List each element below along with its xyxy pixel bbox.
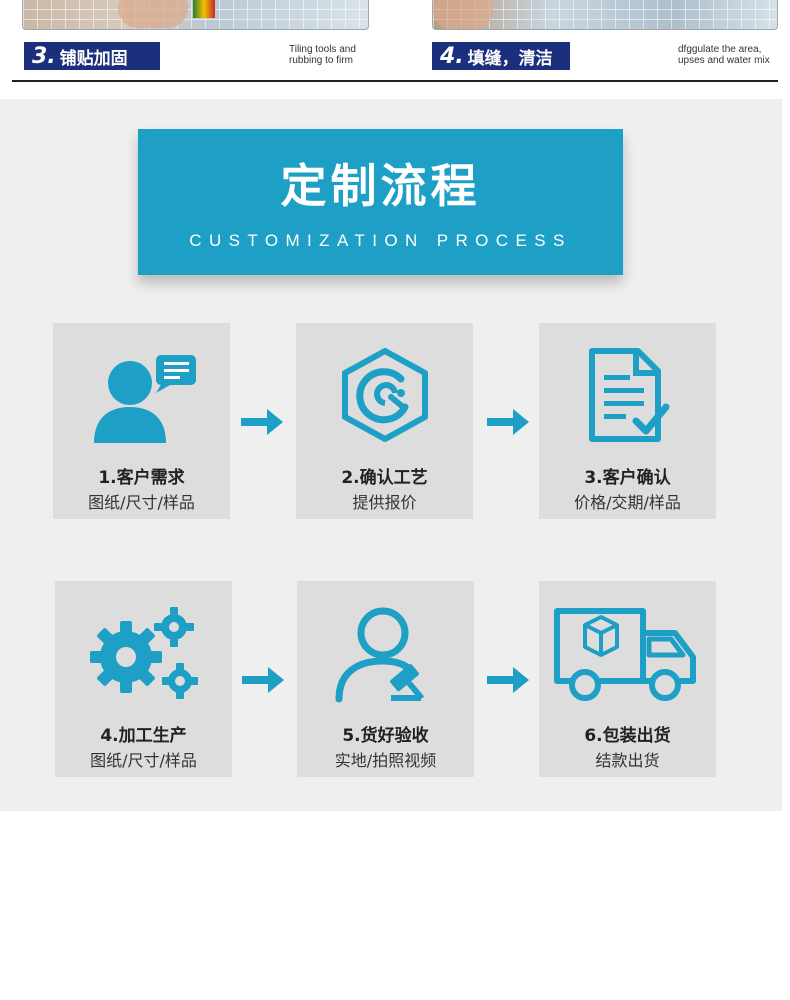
step-subtitle: 图纸/尺寸/样品 [90,751,197,770]
process-step-card: 2.确认工艺 提供报价 [296,323,473,519]
step-4-badge: 4. 填缝，清洁 [432,42,570,70]
step-title: 4.加工生产 [100,726,187,746]
arrow-right-icon [241,409,283,435]
step-3-note: Tiling tools and rubbing to firm [289,44,356,66]
gears-icon [55,603,232,703]
step-4-number: 4. [440,43,464,69]
step-3-number: 3. [32,43,56,69]
step-subtitle: 实地/拍照视频 [334,751,437,770]
banner-title-en: CUSTOMIZATION PROCESS [189,231,572,250]
step-subtitle: 结款出货 [595,751,660,770]
process-step-card: 6.包装出货 结款出货 [539,581,716,777]
process-step-card: 1.客户需求 图纸/尺寸/样品 [53,323,230,519]
step-title: 1.客户需求 [98,468,185,488]
process-step-card: 5.货好验收 实地/拍照视频 [297,581,474,777]
step-title: 2.确认工艺 [341,468,428,488]
customer-chat-icon [53,345,230,445]
step-3-badge: 3. 铺贴加固 [24,42,160,70]
tiling-photo-step-3 [22,0,369,30]
step-title: 6.包装出货 [584,726,671,746]
divider-line [12,80,778,82]
process-step-card: 3.客户确认 价格/交期/样品 [539,323,716,519]
hexagon-logo-icon [296,345,473,445]
arrow-right-icon [487,667,529,693]
banner-title-cn: 定制流程 [280,159,481,213]
tiling-steps-strip: 3. 铺贴加固 Tiling tools and rubbing to firm… [0,0,790,82]
delivery-truck-icon [539,603,716,703]
arrow-right-icon [242,667,284,693]
document-check-icon [539,345,716,445]
step-subtitle: 价格/交期/样品 [574,493,681,512]
step-3-title: 铺贴加固 [59,48,128,69]
process-step-card: 4.加工生产 图纸/尺寸/样品 [55,581,232,777]
step-subtitle: 图纸/尺寸/样品 [88,493,195,512]
process-banner: 定制流程 CUSTOMIZATION PROCESS [138,129,623,275]
step-title: 3.客户确认 [584,468,671,488]
step-4-title: 填缝，清洁 [467,48,553,69]
tiling-photo-step-4 [432,0,778,30]
inspector-gavel-icon [297,603,474,703]
step-4-note: dfggulate the area, upses and water mix [678,44,770,66]
step-title: 5.货好验收 [342,726,429,746]
arrow-right-icon [487,409,529,435]
customization-process-section: 定制流程 CUSTOMIZATION PROCESS 1.客户需求 图纸/尺寸/… [0,99,782,811]
step-subtitle: 提供报价 [352,493,417,512]
